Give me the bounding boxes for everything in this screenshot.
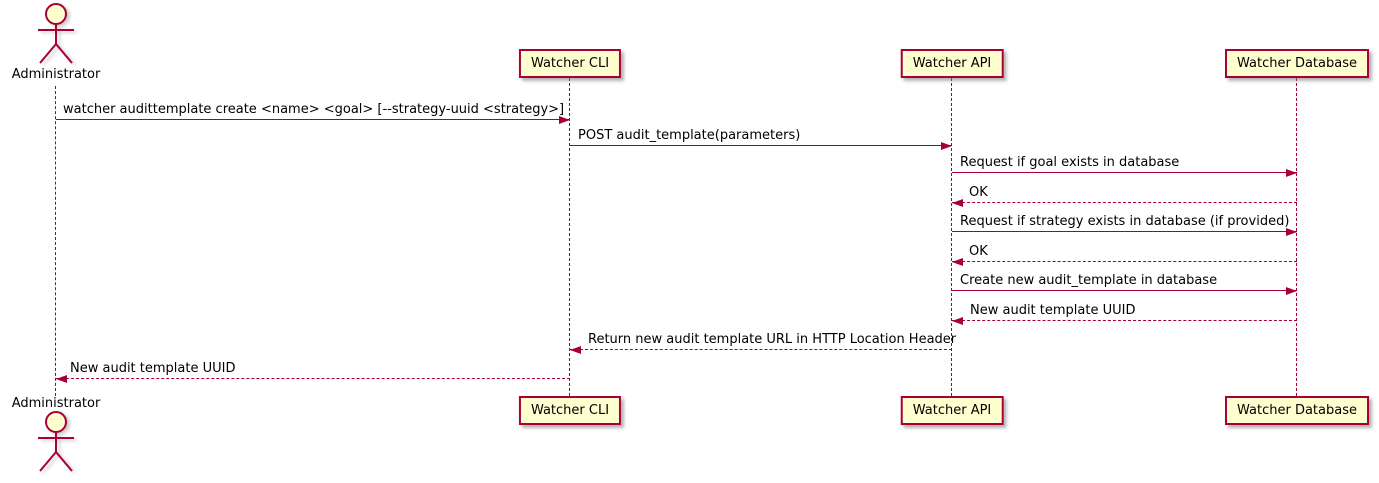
arrowhead-left-icon	[570, 346, 581, 354]
participant-watcher-api-bottom: Watcher API	[900, 396, 1004, 425]
arrowhead-right-icon	[1286, 169, 1297, 177]
message-8-line	[952, 320, 1297, 321]
lifeline-watcher-api	[951, 78, 952, 396]
participant-watcher-database-top: Watcher Database	[1225, 49, 1369, 78]
message-6: OK	[952, 242, 1297, 266]
message-5: Request if strategy exists in database (…	[952, 212, 1297, 236]
message-1: watcher audittemplate create <name> <goa…	[56, 100, 570, 124]
message-2-line	[570, 145, 952, 146]
message-1-label: watcher audittemplate create <name> <goa…	[63, 102, 565, 117]
message-10: New audit template UUID	[56, 359, 570, 383]
arrowhead-left-icon	[952, 317, 963, 325]
arrowhead-left-icon	[952, 199, 963, 207]
participant-watcher-api-top: Watcher API	[900, 49, 1004, 78]
message-9-line	[570, 349, 952, 350]
message-6-label: OK	[969, 244, 988, 259]
message-5-label: Request if strategy exists in database (…	[960, 214, 1290, 229]
arrowhead-right-icon	[941, 142, 952, 150]
actor-label-bottom: Administrator	[11, 396, 101, 411]
participant-watcher-cli-bottom: Watcher CLI	[518, 396, 622, 425]
message-4-line	[952, 202, 1297, 203]
message-9: Return new audit template URL in HTTP Lo…	[570, 330, 956, 354]
message-9-label: Return new audit template URL in HTTP Lo…	[588, 332, 957, 347]
arrowhead-left-icon	[56, 375, 67, 383]
arrowhead-left-icon	[952, 258, 963, 266]
message-8-label: New audit template UUID	[970, 303, 1136, 318]
arrowhead-right-icon	[1286, 228, 1297, 236]
message-6-line	[952, 261, 1297, 262]
message-3-label: Request if goal exists in database	[960, 155, 1180, 170]
message-1-line	[56, 119, 570, 120]
message-3-line	[952, 172, 1297, 173]
message-4-label: OK	[969, 185, 988, 200]
lifeline-administrator	[55, 86, 56, 396]
administrator-actor-icon-bottom	[38, 411, 74, 472]
arrowhead-right-icon	[559, 116, 570, 124]
arrowhead-right-icon	[1286, 287, 1297, 295]
message-7-label: Create new audit_template in database	[960, 273, 1218, 288]
message-10-line	[56, 378, 570, 379]
participant-watcher-database-bottom: Watcher Database	[1225, 396, 1369, 425]
administrator-actor-icon	[38, 3, 74, 64]
lifeline-watcher-database	[1296, 78, 1297, 396]
message-2-label: POST audit_template(parameters)	[578, 128, 801, 143]
message-5-line	[952, 231, 1297, 232]
message-2: POST audit_template(parameters)	[570, 126, 952, 150]
lifeline-watcher-cli	[569, 78, 570, 396]
actor-label-top: Administrator	[11, 67, 101, 82]
message-3: Request if goal exists in database	[952, 153, 1297, 177]
message-7-line	[952, 290, 1297, 291]
participant-watcher-cli-top: Watcher CLI	[518, 49, 622, 78]
message-8: New audit template UUID	[952, 301, 1297, 325]
message-4: OK	[952, 183, 1297, 207]
message-7: Create new audit_template in database	[952, 271, 1297, 295]
message-10-label: New audit template UUID	[70, 361, 236, 376]
